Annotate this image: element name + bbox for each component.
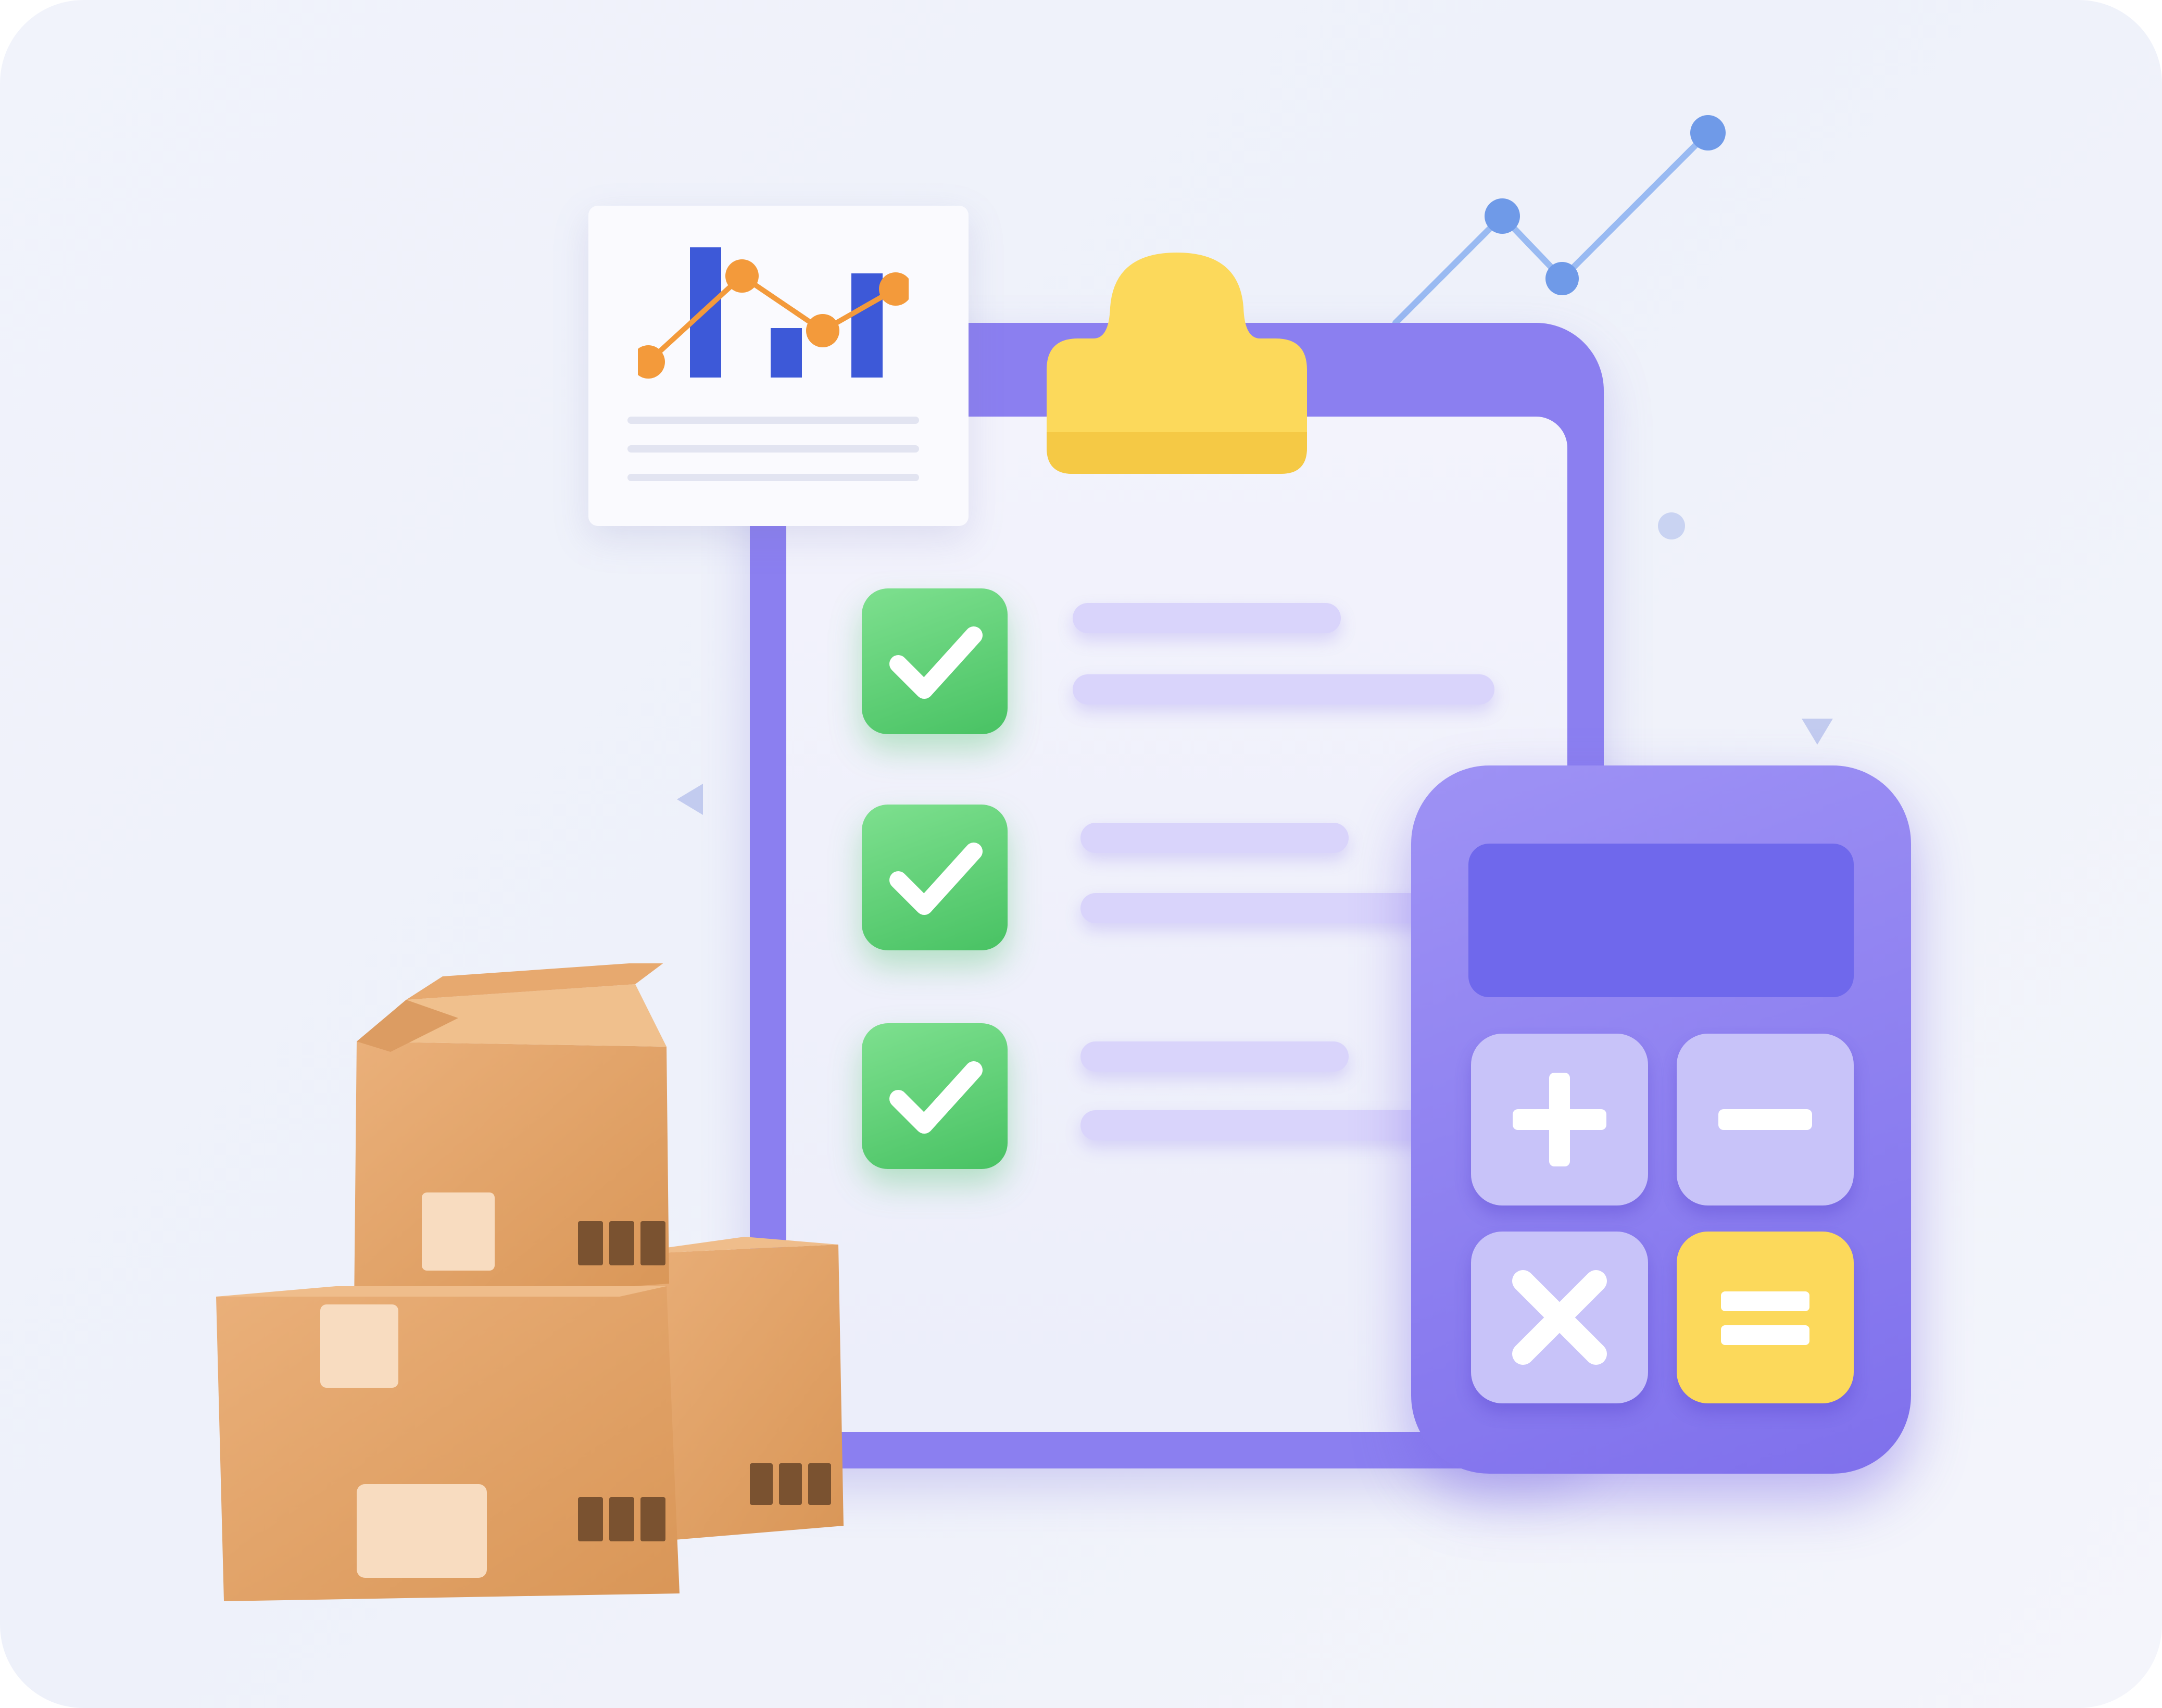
growth-line-chart [1392, 115, 1726, 326]
report-text-line [627, 474, 919, 481]
checklist-line [1073, 674, 1494, 705]
box-marks [750, 1463, 831, 1505]
clipboard-clip [1047, 253, 1307, 474]
mini-chart-trend-point [725, 259, 759, 293]
mini-chart-trend-point [638, 345, 665, 379]
plus-icon [1513, 1073, 1606, 1166]
sparkle-dot-icon [1658, 512, 1685, 539]
mini-chart-trend-point [806, 314, 839, 347]
mini-chart-bar [851, 273, 883, 378]
equals-icon [1721, 1291, 1809, 1345]
equals-key [1677, 1232, 1854, 1403]
report-card [588, 206, 969, 526]
growth-point [1485, 198, 1520, 234]
checklist-checkbox [862, 805, 1008, 950]
checklist-line [1080, 893, 1445, 923]
check-icon [889, 1061, 983, 1134]
minus-icon [1718, 1109, 1812, 1130]
check-icon [889, 843, 983, 915]
mini-chart [638, 247, 909, 379]
minus-key [1677, 1034, 1854, 1205]
box-top [354, 963, 669, 1307]
growth-point [1690, 115, 1726, 150]
checklist-line [1080, 1041, 1349, 1072]
box-bottom-left [216, 1286, 680, 1601]
plus-key [1471, 1034, 1648, 1205]
sparkle-triangle-icon [1802, 719, 1833, 745]
report-text-line [627, 445, 919, 453]
check-icon [889, 626, 983, 699]
checklist-line [1080, 823, 1349, 853]
mini-chart-trend-line [646, 273, 897, 364]
growth-point [1545, 262, 1579, 295]
sparkle-triangle-icon [677, 784, 703, 815]
checklist-line [1073, 603, 1341, 633]
multiply-key [1471, 1232, 1648, 1403]
calculator-screen [1468, 844, 1854, 997]
box-label [422, 1192, 495, 1271]
mini-chart-trend-point [879, 272, 909, 306]
calculator [1411, 765, 1911, 1474]
multiply-icon [1512, 1270, 1607, 1365]
box-marks [578, 1497, 665, 1541]
checklist-checkbox [862, 1023, 1008, 1169]
box-label [357, 1484, 487, 1578]
checklist-checkbox [862, 588, 1008, 734]
cardboard-boxes [216, 963, 844, 1601]
report-text-line [627, 417, 919, 424]
mini-chart-bar [771, 328, 802, 378]
box-tape [320, 1304, 398, 1388]
checklist-line [1080, 1110, 1445, 1140]
box-marks [578, 1221, 665, 1265]
